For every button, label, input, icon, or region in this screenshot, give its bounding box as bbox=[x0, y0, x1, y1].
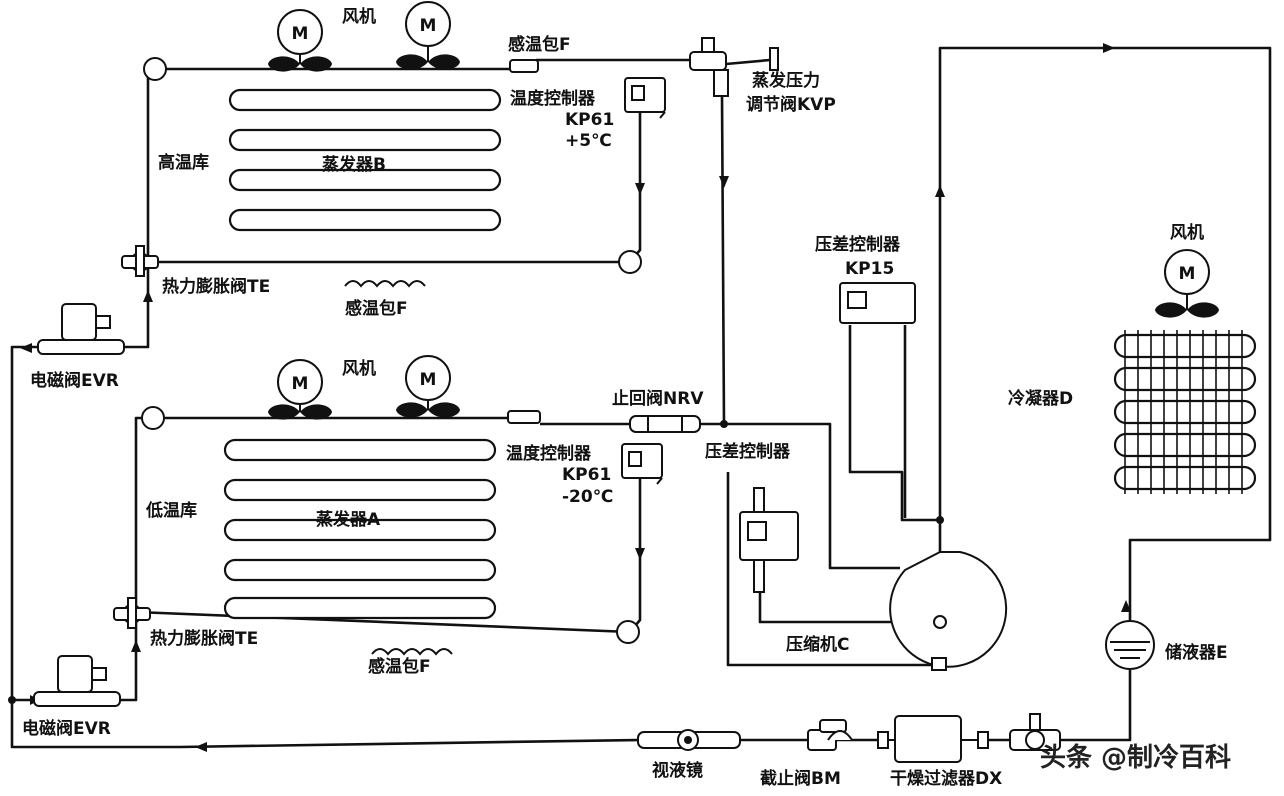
stop-valve-icon bbox=[807, 719, 853, 751]
high-room-label: 高温库 bbox=[158, 152, 209, 173]
evaporator-a-label: 蒸发器A bbox=[316, 509, 381, 530]
tc-model-top: KP61 bbox=[565, 110, 614, 130]
compressor-icon bbox=[889, 551, 1008, 671]
fans: M M M M bbox=[268, 1, 1219, 420]
stop-valve-label: 截止阀BM bbox=[760, 768, 841, 789]
fan-motor-icon: M bbox=[396, 355, 460, 418]
bulb-coil-b bbox=[344, 280, 426, 288]
bulb-label-top: 感温包F bbox=[508, 34, 571, 55]
dp-label-mid: 压差控制器 bbox=[705, 441, 791, 462]
components bbox=[33, 37, 1155, 763]
tc-temp-low: -20℃ bbox=[562, 487, 613, 507]
sensing-bulb-top bbox=[509, 59, 539, 73]
sight-glass-icon bbox=[637, 729, 741, 751]
te-label-lower: 热力膨胀阀TE bbox=[150, 628, 258, 649]
condenser-label: 冷凝器D bbox=[1008, 388, 1073, 409]
solenoid-valve-icon bbox=[37, 303, 125, 355]
pressure-regulator-valve-icon bbox=[689, 37, 779, 97]
evr-label-upper: 电磁阀EVR bbox=[30, 370, 119, 391]
watermark: 头条 @制冷百科 bbox=[1040, 742, 1231, 773]
bulb-label-a: 感温包F bbox=[368, 656, 431, 677]
evaporator-b-label: 蒸发器B bbox=[322, 154, 386, 175]
expansion-valve-icon bbox=[121, 245, 159, 277]
bulb-coil-a bbox=[371, 648, 453, 656]
dp-label-top: 压差控制器 bbox=[815, 234, 901, 255]
expansion-valve-icon bbox=[113, 597, 151, 629]
filter-drier-icon bbox=[877, 715, 989, 763]
check-valve-icon bbox=[629, 415, 701, 433]
filter-label: 干燥过滤器DX bbox=[890, 768, 1002, 789]
kvp-label: 蒸发压力 bbox=[752, 70, 820, 91]
tc-label-top: 温度控制器 bbox=[510, 88, 596, 109]
fan-motor-icon: M bbox=[1155, 249, 1219, 318]
tc-model-low: KP61 bbox=[562, 465, 611, 485]
differential-pressure-controller-icon bbox=[739, 487, 799, 593]
differential-pressure-controller-icon bbox=[839, 282, 916, 324]
evr-label-lower: 电磁阀EVR bbox=[22, 718, 111, 739]
temperature-controller-icon bbox=[624, 77, 666, 119]
te-label-upper: 热力膨胀阀TE bbox=[162, 276, 270, 297]
tc-label-low: 温度控制器 bbox=[506, 443, 592, 464]
evaporator-b-coils bbox=[228, 88, 502, 232]
dp-model-top: KP15 bbox=[845, 259, 894, 279]
sight-glass-label: 视液镜 bbox=[652, 760, 703, 781]
labels: 风机 感温包F 蒸发压力 调节阀KVP 温度控制器 KP61 +5℃ 高温库 蒸… bbox=[22, 6, 1231, 789]
fan-label-top: 风机 bbox=[342, 6, 376, 27]
fan-label-right: 风机 bbox=[1170, 222, 1204, 243]
evaporator-a-coils bbox=[223, 438, 497, 620]
fan-label-mid: 风机 bbox=[342, 358, 376, 379]
sensing-bulb-low bbox=[507, 410, 541, 424]
tc-temp-top: +5℃ bbox=[565, 131, 612, 151]
temperature-controller-icon bbox=[621, 443, 663, 485]
compressor-label: 压缩机C bbox=[786, 634, 849, 655]
svg-text:M: M bbox=[1179, 264, 1196, 284]
low-room-label: 低温库 bbox=[145, 500, 197, 521]
bulb-label-b: 感温包F bbox=[345, 298, 408, 319]
solenoid-valve-icon bbox=[33, 655, 121, 707]
fan-motor-icon: M bbox=[268, 359, 332, 420]
fan-motor-icon: M bbox=[268, 9, 332, 72]
kvp-label-2: 调节阀KVP bbox=[746, 94, 836, 115]
svg-text:M: M bbox=[420, 370, 437, 390]
nrv-label: 止回阀NRV bbox=[612, 388, 704, 409]
receiver-label: 储液器E bbox=[1165, 642, 1228, 663]
fan-motor-icon: M bbox=[396, 1, 460, 70]
svg-text:M: M bbox=[292, 374, 309, 394]
condenser-coils bbox=[1113, 330, 1257, 494]
liquid-receiver-icon bbox=[1105, 620, 1155, 670]
bottom-valve-icon bbox=[1009, 713, 1061, 751]
svg-text:M: M bbox=[292, 24, 309, 44]
svg-text:M: M bbox=[420, 16, 437, 36]
